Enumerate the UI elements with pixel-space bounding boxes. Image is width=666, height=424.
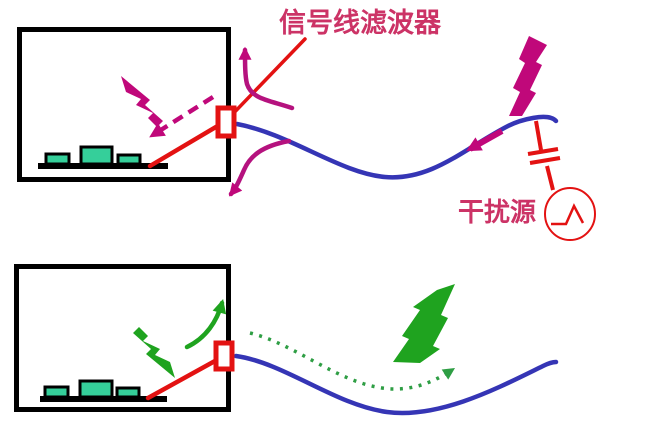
cable-noise-arrow — [466, 128, 504, 152]
capacitor-icon — [527, 147, 561, 165]
top-panel: 信号线滤波器 干扰源 — [17, 8, 596, 241]
radiated-noise-lightning-icon — [393, 284, 455, 363]
signal-line — [147, 118, 229, 169]
pcb — [40, 379, 167, 402]
shunted-noise-arrow-up — [184, 298, 227, 350]
coupling-line — [545, 165, 555, 191]
pcb-component — [115, 386, 141, 399]
residual-noise-lightning-icon — [121, 76, 163, 127]
interference-lightning-icon — [509, 36, 547, 116]
diverted-noise-arrow-down — [228, 138, 292, 197]
pcb-component — [44, 152, 71, 166]
filter-label: 信号线滤波器 — [279, 8, 442, 38]
signal-cable — [234, 114, 559, 180]
attenuated-noise-dashed-arrow — [149, 95, 215, 138]
pcb-component — [79, 145, 114, 166]
pcb-component — [116, 153, 142, 166]
signal-cable — [233, 353, 559, 416]
pcb — [38, 145, 168, 169]
bottom-panel — [14, 264, 559, 416]
filter-label-leader — [224, 37, 307, 123]
pulse-waveform-icon — [551, 203, 585, 226]
residual-noise-dotted-arrow — [249, 331, 456, 391]
pcb-component — [78, 379, 114, 399]
signal-line-filter — [213, 340, 235, 372]
pcb-board — [38, 163, 168, 169]
internal-noise-lightning-icon — [133, 327, 175, 378]
coupling-line — [534, 120, 543, 151]
pcb-component — [43, 385, 70, 399]
interference-source-label: 干扰源 — [458, 197, 536, 227]
diverted-noise-arrow-up — [238, 46, 295, 111]
interference-source-branch — [527, 120, 596, 241]
pcb-board — [40, 396, 167, 402]
signal-line — [145, 353, 227, 401]
signal-line-filter — [215, 105, 237, 139]
